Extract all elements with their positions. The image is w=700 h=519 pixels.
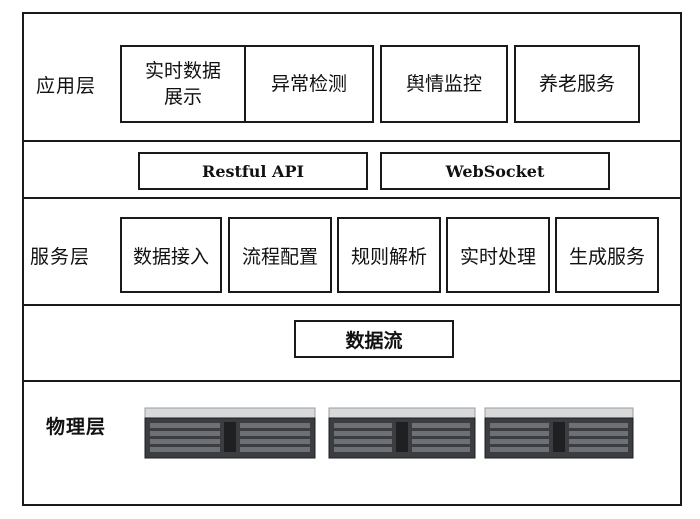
server-icon-3 [484, 407, 634, 459]
service-realtime-processing: 实时处理 [446, 217, 550, 293]
service-flow-config: 流程配置 [228, 217, 332, 293]
dataflow-box: 数据流 [294, 320, 454, 358]
physical-layer-label: 物理层 [46, 416, 107, 438]
dataflow-band: 数据流 [24, 306, 680, 382]
architecture-diagram: 应用层 实时数据 展示 异常检测 舆情监控 养老服务 Restful API W… [22, 12, 682, 506]
interface-band: Restful API WebSocket [24, 142, 680, 199]
application-layer: 应用层 实时数据 展示 异常检测 舆情监控 养老服务 [24, 14, 680, 142]
service-data-ingest: 数据接入 [120, 217, 222, 293]
restful-api-box: Restful API [138, 152, 368, 190]
physical-layer: 物理层 [24, 382, 680, 506]
module-anomaly-detection: 异常检测 [244, 45, 374, 123]
websocket-box: WebSocket [380, 152, 610, 190]
service-rule-parsing: 规则解析 [337, 217, 441, 293]
module-realtime-display-line1: 实时数据 [144, 60, 221, 82]
service-layer-label: 服务层 [30, 246, 91, 268]
module-opinion-monitoring: 舆情监控 [380, 45, 508, 123]
module-realtime-display-line2: 展示 [163, 86, 202, 108]
service-layer: 服务层 数据接入 流程配置 规则解析 实时处理 生成服务 [24, 199, 680, 306]
service-generation: 生成服务 [555, 217, 659, 293]
application-layer-label: 应用层 [36, 75, 97, 97]
module-elderly-care: 养老服务 [514, 45, 640, 123]
server-icon-2 [328, 407, 476, 459]
module-realtime-display: 实时数据 展示 [120, 45, 246, 123]
server-icon-1 [144, 407, 316, 459]
